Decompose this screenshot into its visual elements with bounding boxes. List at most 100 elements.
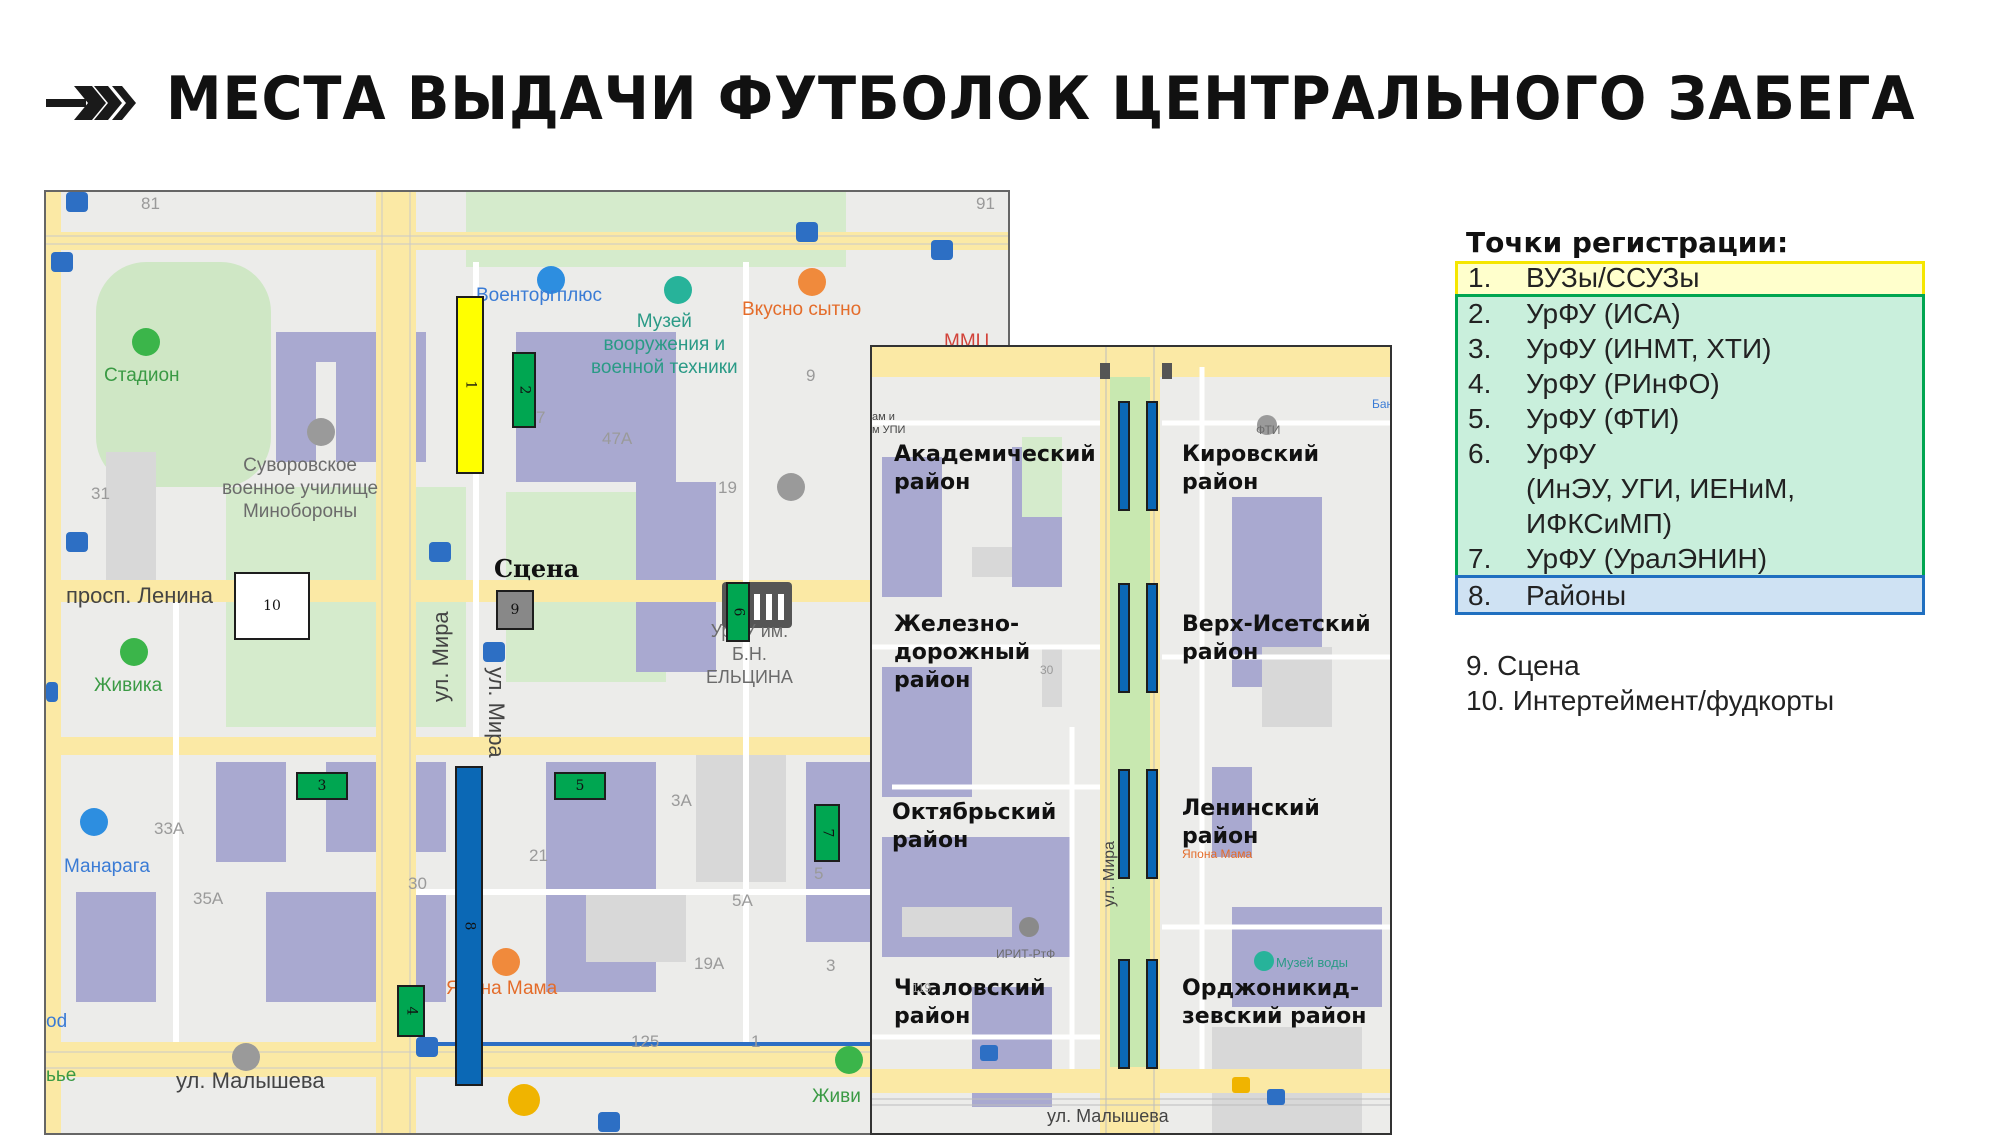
marker-label: 2 <box>515 385 532 395</box>
marker-7[interactable]: 7 <box>814 804 840 862</box>
legend-num: 3. <box>1468 333 1492 364</box>
district-bar[interactable] <box>1146 959 1158 1069</box>
district-bar[interactable] <box>1118 401 1130 511</box>
legend-item: 6. УрФУ (ИнЭУ, УГИ, ИЕНиМ, ИФКСиМП) <box>1468 436 1795 541</box>
poi-manaraga: Манарага <box>64 856 150 877</box>
district-bar[interactable] <box>1118 583 1130 693</box>
legend-item: 4.УрФУ (РИнФО) <box>1468 366 1720 401</box>
marker-8[interactable]: 8 <box>455 766 483 1086</box>
house-number: 19 <box>718 478 737 497</box>
house-number: 19А <box>694 954 725 973</box>
house-number: 21 <box>529 846 548 865</box>
street-ul-malysheva: ул. Малышева <box>1047 1106 1169 1126</box>
legend-num: 8. <box>1468 580 1492 611</box>
marker-label: 1 <box>461 380 478 390</box>
district-verh-isetskiy: Верх-Исетский район <box>1182 612 1371 665</box>
legend-heading: Точки регистрации: <box>1466 226 1789 259</box>
legend-num: 2. <box>1468 298 1492 329</box>
legend-item: 1. ВУЗы/ССУЗы <box>1468 260 1699 295</box>
marker-4[interactable]: 4 <box>397 985 425 1037</box>
marker-2[interactable]: 2 <box>512 352 536 428</box>
district-bar[interactable] <box>1146 769 1158 879</box>
marker-5[interactable]: 5 <box>554 772 606 800</box>
district-bar[interactable] <box>1118 769 1130 879</box>
district-bar[interactable] <box>1146 583 1158 693</box>
poi-muzey-vody: Музей воды <box>1276 955 1349 970</box>
marker-1[interactable]: 1 <box>456 296 484 474</box>
poi-ban: Бан <box>1372 397 1392 411</box>
poi-od: od <box>46 1011 68 1032</box>
legend-item: 8. Районы <box>1468 578 1626 613</box>
poi-stadion: Стадион <box>104 365 180 386</box>
house-number: 3 <box>826 956 836 975</box>
marker-3[interactable]: 3 <box>296 772 348 800</box>
house-number: 5 <box>814 864 824 883</box>
legend-text: УрФУ (ИНМТ, ХТИ) <box>1526 333 1772 364</box>
house-number: 1 <box>751 1032 761 1051</box>
poi-suvorov: Суворовское военное училище Минобороны <box>222 455 379 522</box>
marker-10[interactable]: 10 <box>234 572 310 640</box>
scene-label: Сцена <box>494 554 580 583</box>
poi-voentorg: Военторгплюс <box>476 285 602 306</box>
marker-9[interactable]: 9 <box>496 590 534 630</box>
legend-num: 1. <box>1468 262 1492 293</box>
poi-zhivi: Живи <box>812 1086 861 1107</box>
district-bar[interactable] <box>1146 401 1158 511</box>
legend-text: УрФУ (ИнЭУ, УГИ, ИЕНиМ, ИФКСиМП) <box>1526 438 1796 539</box>
street-ul-mira-1: ул. Мира <box>428 611 453 702</box>
street-ul-mira: ул. Мира <box>1101 841 1118 907</box>
poi-fti: ФТИ <box>1256 423 1281 437</box>
legend-extra-scene: 9. Сцена <box>1466 650 1580 681</box>
legend-group-green <box>1455 294 1925 578</box>
poi-zhivika: Живика <box>94 675 163 696</box>
legend-item: 5. УрФУ (ФТИ) <box>1468 401 1679 436</box>
legend-group-blue <box>1455 575 1925 615</box>
legend-item: 7.УрФУ (УралЭНИН) <box>1468 541 1767 576</box>
marker-label: 5 <box>575 778 585 794</box>
district-chkalovskiy: Чкаловский район <box>894 976 1046 1029</box>
main-map-base <box>46 192 1008 1133</box>
inset-map-base <box>872 347 1390 1133</box>
house-number: 33А <box>154 819 185 838</box>
marker-label: 7 <box>818 828 835 838</box>
poi-vkusno: Вкусно сытно <box>742 299 862 320</box>
legend-text: ВУЗы/ССУЗы <box>1526 262 1700 293</box>
legend-extra-entertainment: 10. Интертеймент/фудкорты <box>1466 685 1835 716</box>
marker-label: 6 <box>729 607 746 617</box>
legend-text: УрФУ (ИСА) <box>1526 298 1681 329</box>
house-number: 119 <box>912 981 932 995</box>
marker-6[interactable]: 6 <box>726 582 750 642</box>
district-leninskiy: Ленинский район <box>1182 796 1320 849</box>
page-title: МЕСТА ВЫДАЧИ ФУТБОЛОК ЦЕНТРАЛЬНОГО ЗАБЕГ… <box>166 64 1916 134</box>
legend-num: 7. <box>1468 543 1492 574</box>
legend-num: 5. <box>1468 403 1492 434</box>
legend-item: 3. УрФУ (ИНМТ, ХТИ) <box>1468 331 1771 366</box>
poi-upi: ам и м УПИ <box>872 411 906 436</box>
legend-item: 2. УрФУ (ИСА) <box>1468 296 1681 331</box>
title-arrows-icon <box>46 86 136 120</box>
legend-num: 6. <box>1468 438 1492 469</box>
house-number: 3А <box>671 791 692 810</box>
street-prosp-lenina: просп. Ленина <box>66 583 214 608</box>
house-number: 5А <box>732 891 753 910</box>
district-kirovskiy: Кировский район <box>1182 442 1319 495</box>
house-number: 9 <box>806 366 816 385</box>
house-number: 91 <box>976 194 995 213</box>
marker-label: 8 <box>460 921 477 931</box>
marker-label: 4 <box>402 1006 419 1016</box>
main-map[interactable]: Военторгплюс Музей вооружения и военной … <box>44 190 1010 1135</box>
house-number: 7 <box>536 408 546 427</box>
legend-text: Районы <box>1526 580 1627 611</box>
marker-label: 10 <box>263 598 281 614</box>
street-ul-mira-2: ул. Мира <box>484 667 509 758</box>
district-bar[interactable] <box>1118 959 1130 1069</box>
district-oktyabrskiy: Октябрьский район <box>892 800 1057 853</box>
district-ordzhonikidzevskiy: Орджоникид- зевский район <box>1182 976 1367 1029</box>
house-number: 35А <box>193 889 224 908</box>
district-akademicheskiy: Академический район <box>894 442 1096 495</box>
district-zheleznodorozhniy: Железно- дорожный район <box>894 612 1031 693</box>
legend-text: УрФУ (ФТИ) <box>1526 403 1680 434</box>
poi-museum: Музей вооружения и военной техники <box>591 311 738 378</box>
poi-be: ьье <box>46 1065 77 1086</box>
inset-map[interactable]: Академический район Кировский район Желе… <box>870 345 1392 1135</box>
